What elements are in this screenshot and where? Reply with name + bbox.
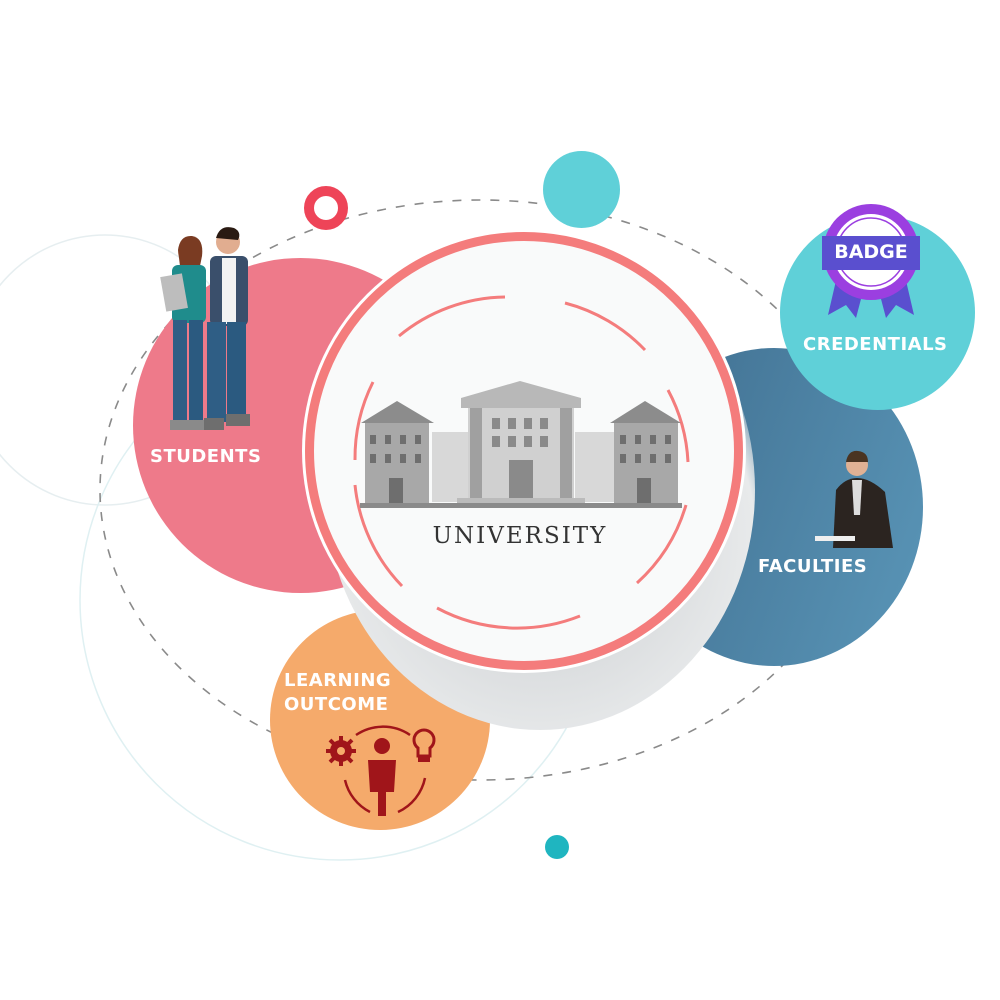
students-label: STUDENTS bbox=[150, 446, 262, 467]
credentials-label: CREDENTIALS bbox=[803, 334, 948, 355]
learning-outcome-label-line2: OUTCOME bbox=[284, 694, 389, 715]
red-ring-decoration bbox=[304, 186, 348, 230]
teal-dot-decoration bbox=[543, 151, 620, 228]
learning-outcome-label-line1: LEARNING bbox=[284, 670, 392, 691]
faculties-label: FACULTIES bbox=[758, 556, 868, 577]
small-teal-dot-decoration bbox=[545, 835, 569, 859]
university-label: UNIVERSITY bbox=[432, 523, 608, 549]
badge-text: BADGE bbox=[834, 241, 908, 263]
